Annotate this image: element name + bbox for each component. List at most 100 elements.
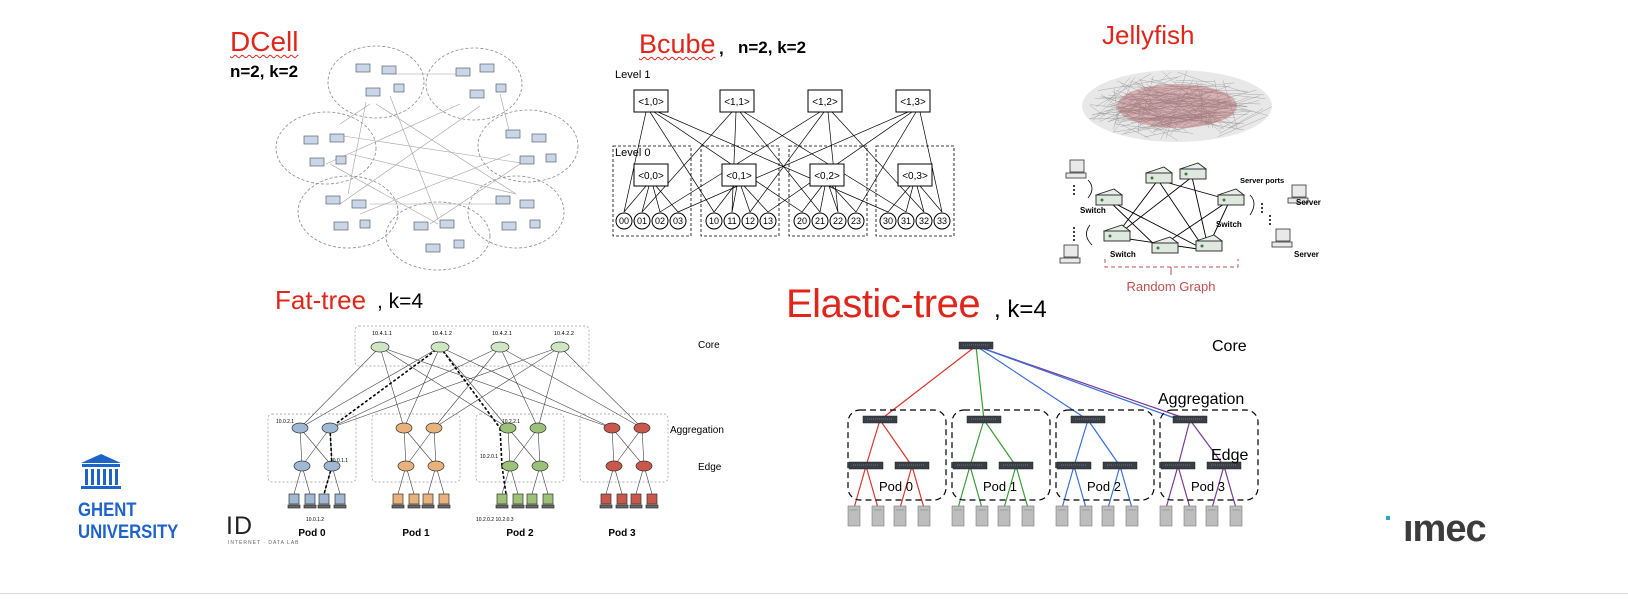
fattree-agg-switch [321,422,339,434]
fattree-core-ips: 10.4.1.1 10.4.1.2 10.4.2.1 10.4.2.2 [372,331,574,337]
fattree-agg-switch [529,422,547,434]
fattree-host [392,493,404,505]
elastictree-edge-switch [998,461,1034,470]
jellyfish-switch-label: Switch [1110,250,1136,259]
bcube-level1-links [623,111,943,213]
jellyfish-server-label: Server [1294,250,1319,259]
jellyfish-servers [1059,159,1309,264]
fattree-pod: Pod 0 [298,528,326,539]
ghent-logo-text: GHENT UNIVERSITY [78,500,178,544]
random-graph-bracket [1104,259,1239,268]
jellyfish-switches [1095,162,1245,254]
bcube-params: n=2, k=2 [738,38,807,57]
elastictree-server [1021,505,1035,527]
elastictree-core-link [975,345,1181,421]
elastictree-edge-link [1015,465,1029,509]
fattree-core-switch [490,341,510,353]
elastictree-server [1125,505,1139,527]
fattree-pod: Pod 3 [608,528,636,539]
elastictree-agg-link [1073,419,1089,467]
bcube-level0-switches: <0,0> <0,1> <0,2> <0,3> [633,163,933,187]
bcube-level1-label: Level 1 [615,69,650,81]
elastictree-server [1055,505,1069,527]
bcube-server: 01 [637,216,647,226]
fattree-host [496,493,508,505]
fattree-edge-switch [635,460,653,472]
footer-divider [0,593,1628,594]
fattree-params: , k=4 [377,290,424,313]
jellyfish-diagram: Switch Switch Switch Server ports Server… [1059,159,1321,294]
fattree-ip-labels: 10.0.2.1 10.0.1.1 10.0.1.2 10.2.2.1 10.2… [276,419,520,523]
elastictree-edge-link [1211,465,1225,509]
fattree-host [422,493,434,505]
fattree-host [334,493,346,505]
fattree-layer-core: Core [698,340,720,351]
bcube-server: 10 [709,216,719,226]
elastictree-pod: Pod 1 [983,479,1017,494]
bcube-l1-node: <1,0> [638,97,664,108]
dcell-cells [275,45,579,271]
imec-logo: ımec [1403,508,1487,550]
fattree-host [646,493,658,505]
elastictree-agg-link [865,419,881,467]
bcube-server: 22 [833,216,843,226]
random-graph-label: Random Graph [1127,279,1216,294]
jellyfish-port-arcs [1086,179,1255,246]
elastictree-server [1229,505,1243,527]
elastictree-edge-link [1073,465,1087,509]
bcube-l1-node: <1,3> [900,97,926,108]
elastictree-edge-switch [1056,461,1092,470]
fattree-core-ip: 10.4.2.1 [492,331,512,337]
elastictree-edge-switch [1160,461,1196,470]
idlab-logo: ID [226,512,253,540]
elastictree-agg-switch [1070,415,1106,424]
fattree-core-switch [430,341,450,353]
fattree-groups [267,325,669,483]
elastictree-core-link [975,345,985,421]
bcube-level0-groups [612,145,955,237]
elastictree-pod: Pod 3 [1191,479,1225,494]
fattree-agg-switch [499,422,517,434]
fattree-host [542,493,554,505]
fattree-title: Fat-tree [275,285,367,315]
elastictree-server [1159,505,1173,527]
elastictree-server [975,505,989,527]
fattree-host [288,493,300,505]
elastictree-edge-link [1119,465,1133,509]
elastictree-edge-link [1061,465,1075,509]
bcube-server: 11 [727,216,736,226]
fattree-host-base [287,504,301,509]
ghent-line2: UNIVERSITY [78,522,179,543]
elastictree-server [1205,505,1219,527]
fattree-agg-switch [425,422,443,434]
bcube-server: 31 [901,216,911,226]
elastictree-edge-link [1165,465,1179,509]
elastictree-edge-link [1003,465,1017,509]
fattree-host-base [421,504,435,509]
ghent-line1: GHENT [78,500,137,521]
fattree-core-ip: 10.4.1.2 [432,331,452,337]
fattree-host-base [511,504,525,509]
fattree-ip: 10.0.1.2 [306,517,324,523]
fattree-core-switch [550,341,570,353]
elastictree-agg-switch [966,415,1002,424]
fattree-edge-switch [501,460,519,472]
elastictree-server [1079,505,1093,527]
bcube-server: 03 [673,216,683,226]
bcube-server: 12 [745,216,755,226]
dcell-title: DCell [230,26,299,57]
fattree-ip: 10.0.2.1 [276,419,294,425]
bcube-server: 33 [937,216,947,226]
elastictree-server [951,505,965,527]
elastictree-edge-link [1177,465,1191,509]
fattree-host-base [407,504,421,509]
elastictree-agg-link [969,419,985,467]
bcube-server: 13 [763,216,773,226]
fattree-core-switch [370,341,390,353]
fattree-layer-labels: Core Aggregation Edge [670,340,724,473]
elastictree-diagram: Pod 0 Pod 1 Pod 2 Pod 3 Core Aggregation… [847,338,1259,527]
bcube-server: 23 [851,216,861,226]
elastictree-edge-switch [894,461,930,470]
fattree-edge-switch [531,460,549,472]
elastictree-agg-link [1087,419,1121,467]
